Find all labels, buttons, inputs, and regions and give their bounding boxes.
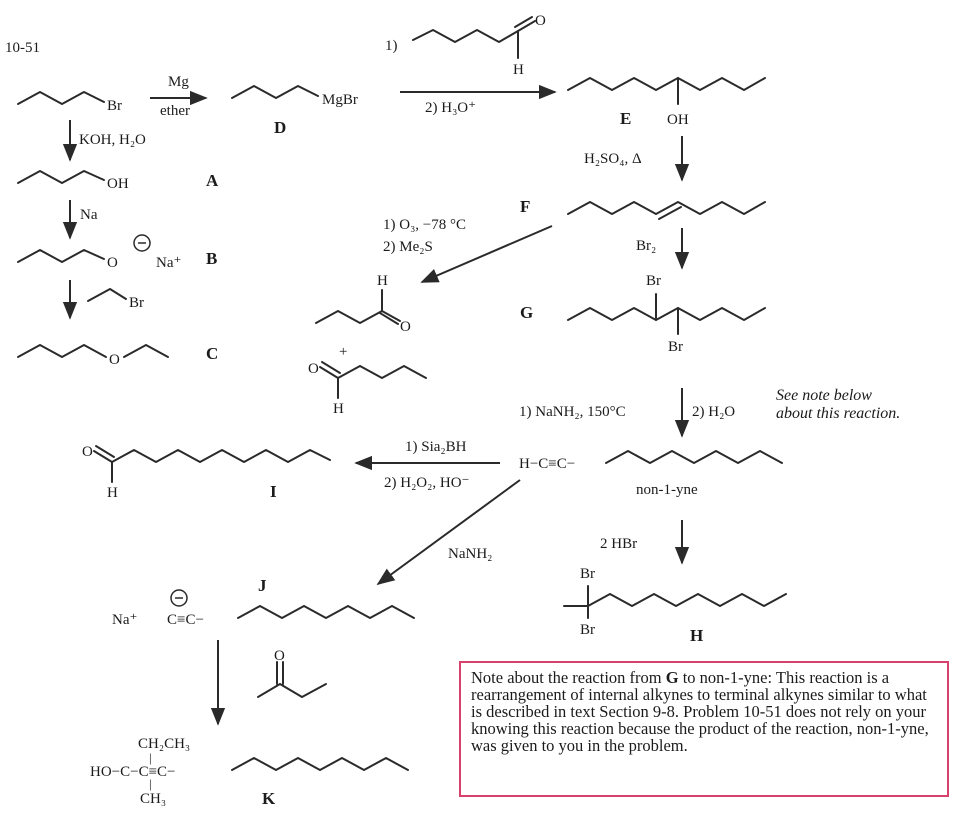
label-a: A (206, 171, 219, 190)
butanal: H O (315, 273, 411, 335)
pentanal-h: H (513, 62, 524, 78)
problem-number: 10-51 (5, 40, 40, 56)
bromoethane-reagent: Br (87, 288, 144, 311)
negative-charge-j (170, 589, 188, 607)
compound-i-o: O (82, 444, 93, 460)
label-b: B (206, 249, 217, 268)
reagent-h2so4: H₂SO₄, Δ (584, 151, 642, 167)
compound-g-br1: Br (646, 273, 661, 289)
compound-g-br2: Br (668, 339, 683, 355)
compound-h: Br Br H (563, 566, 787, 645)
reagent-h3o: 2) H₃O⁺ (425, 100, 476, 116)
non-1-yne-name: non-1-yne (636, 482, 698, 498)
side-note-line2: about this reaction. (776, 405, 900, 422)
compound-k-methyl: CH₃ (140, 791, 166, 807)
note-box: Note about the reaction from G to non-1-… (459, 661, 949, 797)
compound-k-bond-down: | (149, 776, 152, 791)
label-i: I (270, 482, 277, 501)
compound-d-mgbr: MgBr (322, 92, 358, 108)
reagent-br2: Br₂ (636, 238, 656, 254)
label-f: F (520, 197, 530, 216)
label-g: G (520, 303, 533, 322)
butanal-h: H (377, 273, 388, 289)
note-text: Note about the reaction from G to non-1-… (471, 669, 937, 754)
compound-h-br1: Br (580, 566, 595, 582)
pentanal-o: O (535, 13, 546, 29)
compound-c-o: O (109, 352, 120, 368)
reagent-step1: 1) (385, 38, 398, 54)
non-1-yne-terminal: H−C≡C− (519, 456, 575, 472)
bromoethane-br: Br (129, 295, 144, 311)
compound-e: OH E (567, 77, 766, 128)
reagent-sia2bh: 1) Sia₂BH (405, 439, 467, 455)
compound-g: Br Br G (520, 273, 766, 355)
reagent-me2s: 2) Me₂S (383, 239, 433, 255)
label-c: C (206, 344, 218, 363)
compound-k-ethyl: CH₂CH₃ (138, 736, 190, 752)
compound-e-oh: OH (667, 112, 689, 128)
non-1-yne: H−C≡C− non-1-yne (519, 450, 783, 498)
label-d: D (274, 118, 286, 137)
reagent-mg: Mg (168, 74, 189, 90)
butanone-o: O (274, 648, 285, 664)
bromobutane-br: Br (107, 98, 122, 114)
pentanal-product-o: O (308, 361, 319, 377)
reagent-ether: ether (160, 103, 190, 119)
label-j: J (258, 576, 267, 595)
compound-b-na: Na⁺ (156, 255, 181, 271)
compound-b-o: O (107, 255, 118, 271)
reagent-nanh2: NaNH₂ (448, 546, 492, 562)
side-note-line1: See note below (776, 387, 872, 404)
compound-i: O H I (82, 444, 331, 501)
reagent-h2o2: 2) H₂O₂, HO⁻ (384, 475, 469, 491)
reagent-koh: KOH, H₂O (79, 132, 146, 148)
compound-i-h: H (107, 485, 118, 501)
pentanal-product: O H (308, 361, 427, 417)
compound-k: CH₂CH₃ | HO−C−C≡C− | CH₃ K (90, 736, 409, 808)
butanal-o: O (400, 319, 411, 335)
compound-j-na: Na⁺ (112, 612, 137, 628)
compound-c: O C (17, 344, 218, 368)
label-e: E (620, 109, 631, 128)
note-prefix: Note about the reaction from (471, 668, 666, 687)
negative-charge-b (133, 234, 151, 252)
note-bold: G (665, 668, 679, 687)
butanone-reagent: O (257, 648, 327, 698)
compound-a: OH A (17, 170, 219, 192)
compound-f: F (520, 197, 766, 220)
reagent-ozone: 1) O₃, −78 °C (383, 217, 466, 233)
reagent-nanh2-heat: 1) NaNH₂, 150°C (519, 404, 626, 420)
compound-d: MgBr D (231, 85, 358, 137)
label-k: K (262, 789, 276, 808)
compound-j: Na⁺ C≡C− J (112, 576, 415, 628)
plus-sign: + (339, 344, 347, 360)
bromobutane: Br (17, 91, 122, 114)
reagent-na: Na (80, 207, 98, 223)
reagent-water: 2) H₂O (692, 404, 735, 420)
compound-j-acetylide: C≡C− (167, 612, 204, 628)
pentanal-reagent: O H (412, 13, 546, 78)
compound-k-bond-up: | (149, 750, 152, 765)
compound-b: O Na⁺ B (17, 234, 217, 271)
label-h: H (690, 626, 703, 645)
compound-a-oh: OH (107, 176, 129, 192)
compound-k-core: HO−C−C≡C− (90, 764, 176, 780)
compound-h-br2: Br (580, 622, 595, 638)
pentanal-product-h: H (333, 401, 344, 417)
reagent-hbr: 2 HBr (600, 536, 637, 552)
note-rest: to non-1-yne: This reaction is a rearran… (471, 668, 929, 755)
